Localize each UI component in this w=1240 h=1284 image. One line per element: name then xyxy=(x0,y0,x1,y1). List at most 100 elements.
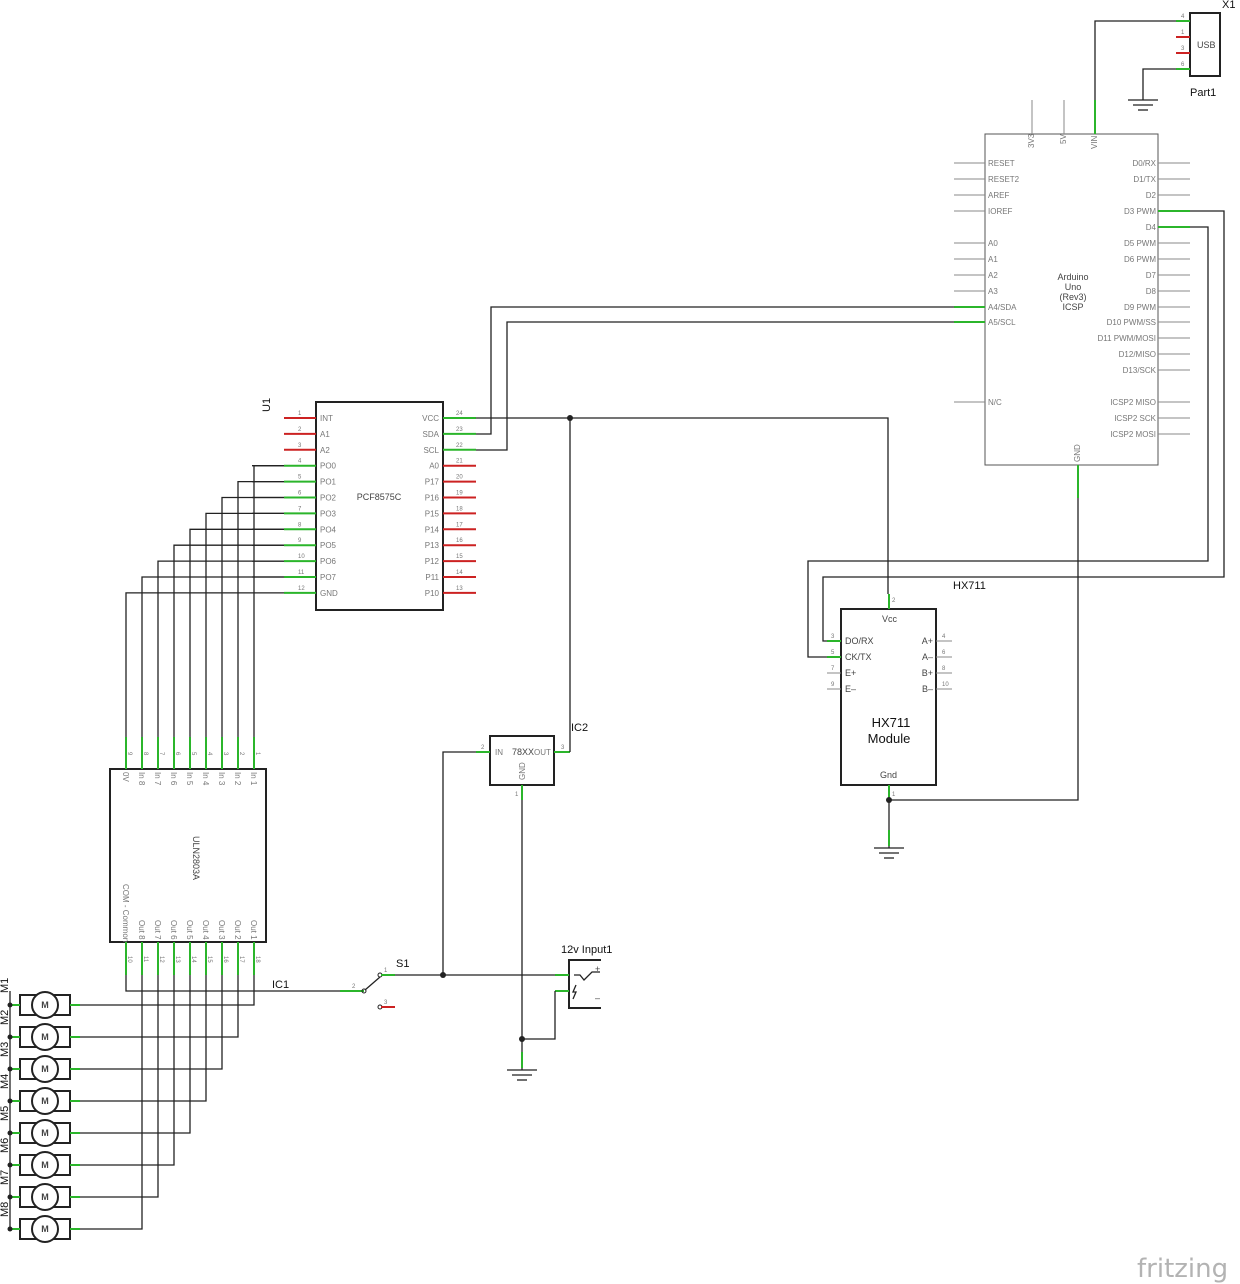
pcf-right-pin-label: P16 xyxy=(425,494,440,503)
regulator-gnd-label: GND xyxy=(518,762,527,780)
hx711-right-pin-label: A– xyxy=(922,652,933,662)
uln-top-pin-number: 9 xyxy=(126,752,132,756)
usb-pin-3-number: 3 xyxy=(1181,46,1185,52)
hx711-left-pin-number: 9 xyxy=(831,682,835,688)
pcf-left-pin-label: PO2 xyxy=(320,494,337,503)
hx711-left-pin-label: E– xyxy=(845,684,856,694)
motor-5[interactable]: MM5 xyxy=(0,1106,80,1147)
uln-bottom-pin-label: Out 3 xyxy=(217,920,226,940)
motor-name: M1 xyxy=(0,978,11,993)
hx711-gnd-number: 1 xyxy=(892,792,896,798)
ground-symbol-usb xyxy=(1128,98,1158,111)
uln-top-pin-label: In 4 xyxy=(201,772,210,786)
uln-top-pin-number: 3 xyxy=(222,752,228,756)
pcf-left-pin-number: 3 xyxy=(298,443,302,449)
hx711-name: HX711 xyxy=(953,580,986,592)
uln-top-pin-number: 7 xyxy=(158,752,164,756)
pcf-right-pin-label: P13 xyxy=(425,541,440,550)
arduino-right-pin-label: D0/RX xyxy=(1132,159,1156,168)
usb-pin-4-number: 6 xyxy=(1181,62,1185,68)
pcf-left-pin-number: 7 xyxy=(298,506,302,512)
pcf-left-pin-number: 9 xyxy=(298,538,302,544)
pcf-right-pin-number: 19 xyxy=(456,491,463,497)
usb-name: X1 xyxy=(1222,0,1235,11)
motor-symbol: M xyxy=(41,1192,49,1202)
uln-top-pin-label: In 3 xyxy=(217,772,226,786)
pcf-left-pin-label: A2 xyxy=(320,446,330,455)
arduino-left-pin-label: A0 xyxy=(988,239,998,248)
wire-pcf-gnd-uln xyxy=(125,592,284,737)
motor-4[interactable]: MM4 xyxy=(0,1074,80,1115)
arduino-uno[interactable]: 3V3 5V VIN GND Arduino Uno (Rev3) ICSP R… xyxy=(954,100,1190,498)
motor-6[interactable]: MM6 xyxy=(0,1138,80,1179)
pcf-right-pin-number: 22 xyxy=(456,443,463,449)
uln-bottom-pin-label: Out 5 xyxy=(185,920,194,940)
hx711-left-pin-number: 5 xyxy=(831,650,835,656)
arduino-name-line-2: Uno xyxy=(1065,282,1082,292)
arduino-right-pin-label: D11 PWM/MOSI xyxy=(1097,334,1156,343)
motor-3[interactable]: MM3 xyxy=(0,1042,80,1083)
wire-d3-dout xyxy=(822,210,1225,642)
hx711-right-pin-label: B+ xyxy=(922,668,933,678)
hx711-left-pin-label: E+ xyxy=(845,668,856,678)
wire-pcf-uln xyxy=(189,528,284,737)
arduino-left-pin-label: N/C xyxy=(988,398,1002,407)
wire-d4-sck xyxy=(807,226,1209,658)
pcf-right-pin-label: P10 xyxy=(425,589,440,598)
motor-name: M7 xyxy=(0,1170,11,1185)
motor-junction xyxy=(7,1098,13,1104)
switch-pin-3: 3 xyxy=(384,1000,388,1006)
motor-1[interactable]: MM1 xyxy=(0,978,80,1019)
uln-bottom-pin-number: 16 xyxy=(222,956,228,963)
motor-8[interactable]: MM8 xyxy=(0,1202,80,1243)
pcf-right-pin-number: 18 xyxy=(456,506,463,512)
hx711-left-pin-label: CK/TX xyxy=(845,652,872,662)
motor-2[interactable]: MM2 xyxy=(0,1010,80,1051)
power-minus-label: – xyxy=(595,993,600,1003)
pcf-left-pin-number: 6 xyxy=(298,491,302,497)
pcf-left-pin-number: 4 xyxy=(298,459,302,465)
regulator-label: 78XX xyxy=(512,747,534,757)
pcf-left-pin-label: PO5 xyxy=(320,541,337,550)
voltage-regulator-78xx[interactable]: 2 3 1 IN OUT 78XX GND IC2 xyxy=(476,722,588,800)
wire-uln-motor xyxy=(80,975,175,1166)
pcf-right-pin-label: P15 xyxy=(425,509,440,518)
uln-bottom-pin-number: 18 xyxy=(254,956,260,963)
wire-sda xyxy=(476,306,954,435)
uln-top-pin-number: 6 xyxy=(174,752,180,756)
hx711-left-pin-label: DO/RX xyxy=(845,636,874,646)
hx711-vcc-number: 2 xyxy=(892,598,896,604)
wire-pcf-uln xyxy=(221,496,284,737)
motor-name: M6 xyxy=(0,1138,11,1153)
power-input-12v[interactable]: + – 12v Input1 xyxy=(555,944,612,1009)
hx711-right-pin-number: 4 xyxy=(942,634,946,640)
arduino-right-pin-label: D12/MISO xyxy=(1119,350,1156,359)
usb-connector[interactable]: 4 1 3 6 USB X1 Part1 xyxy=(1176,0,1235,99)
motor-symbol: M xyxy=(41,1032,49,1042)
pcf-label: PCF8575C xyxy=(357,492,402,502)
uln-top-pin-number: 1 xyxy=(254,752,260,756)
motor-7[interactable]: M M7 xyxy=(0,1170,80,1211)
wire-uln-motor xyxy=(80,975,207,1102)
uln-top-pin-label: 0V xyxy=(121,772,130,782)
wire-usb-gnd xyxy=(1142,68,1176,98)
uln-label: ULN2803A xyxy=(191,836,201,880)
arduino-pin-vin: VIN xyxy=(1090,135,1099,149)
pcf-right-pin-label: VCC xyxy=(422,414,439,423)
uln-top-pin-label: In 7 xyxy=(153,772,162,786)
motor-circle xyxy=(31,1087,59,1115)
switch-pin-1: 1 xyxy=(384,968,388,974)
motor-circle xyxy=(31,1183,59,1211)
arduino-right-pin-label: D10 PWM/SS xyxy=(1107,318,1156,327)
pcf-left-pin-label: PO0 xyxy=(320,462,337,471)
motor-circle xyxy=(31,1055,59,1083)
uln-bottom-pin-number: 11 xyxy=(142,956,148,963)
switch-s1[interactable]: 1 2 3 S1 xyxy=(340,958,409,1010)
motor-name: M4 xyxy=(0,1074,11,1089)
arduino-left-pin-label: A2 xyxy=(988,271,998,280)
motor-junction xyxy=(7,1130,13,1136)
hx711-right-pin-number: 10 xyxy=(942,682,949,688)
